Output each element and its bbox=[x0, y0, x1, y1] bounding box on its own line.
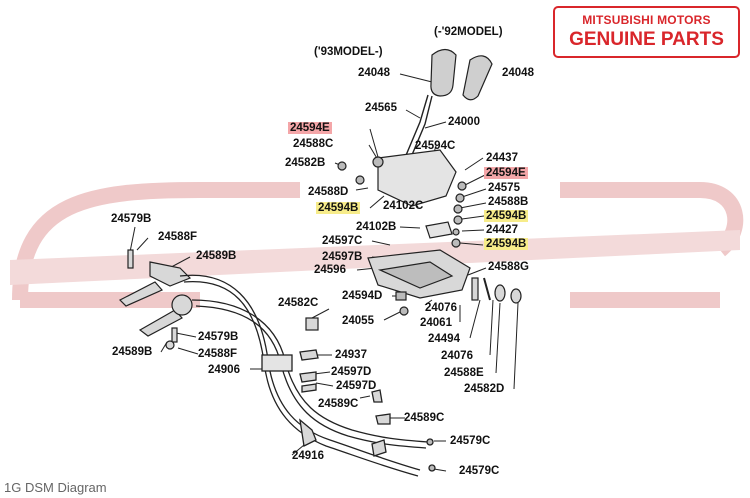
part-label-24594E-1: 24594E bbox=[288, 122, 332, 135]
model-label-92: (-'92MODEL) bbox=[434, 26, 503, 38]
part-label-24589B-1: 24589B bbox=[196, 250, 237, 262]
part-label-24582D: 24582D bbox=[464, 383, 505, 395]
part-label-24594E-2: 24594E bbox=[484, 167, 528, 180]
part-label-24055: 24055 bbox=[342, 315, 374, 327]
part-label-24579C-2: 24579C bbox=[459, 465, 500, 477]
part-label-24588F-1: 24588F bbox=[158, 231, 198, 243]
part-label-24597C: 24597C bbox=[322, 235, 363, 247]
part-label-24579B-2: 24579B bbox=[198, 331, 239, 343]
part-label-24594B-1: 24594B bbox=[316, 202, 361, 215]
part-label-24937: 24937 bbox=[335, 349, 367, 361]
part-label-24594C: 24594C bbox=[415, 140, 456, 152]
brand-line-1: MITSUBISHI MOTORS bbox=[582, 13, 711, 27]
highlight-red: 24594E bbox=[484, 167, 528, 179]
part-label-24000: 24000 bbox=[448, 116, 480, 128]
part-label-24589C-1: 24589C bbox=[318, 398, 359, 410]
part-label-24588G: 24588G bbox=[488, 261, 529, 273]
left-linkage bbox=[118, 249, 319, 350]
highlight-yellow: 24594B bbox=[484, 210, 529, 222]
brand-line-2: GENUINE PARTS bbox=[569, 29, 724, 50]
mitsubishi-genuine-parts-badge: MITSUBISHI MOTORS GENUINE PARTS bbox=[553, 6, 740, 58]
part-label-24565: 24565 bbox=[365, 102, 397, 114]
part-label-24596: 24596 bbox=[314, 264, 346, 276]
part-label-24579B-1: 24579B bbox=[111, 213, 152, 225]
part-label-24594B-3: 24594B bbox=[484, 238, 529, 251]
part-label-24594B-2: 24594B bbox=[484, 210, 529, 223]
shift-knob-93 bbox=[430, 48, 457, 97]
part-label-24589C-2: 24589C bbox=[404, 412, 445, 424]
part-label-24061: 24061 bbox=[420, 317, 452, 329]
part-label-24579C-1: 24579C bbox=[450, 435, 491, 447]
part-label-24597D-2: 24597D bbox=[336, 380, 377, 392]
part-label-24594D: 24594D bbox=[342, 290, 383, 302]
highlight-red: 24594E bbox=[288, 122, 332, 134]
part-label-24076-2: 24076 bbox=[441, 350, 473, 362]
bracket-housing bbox=[367, 249, 471, 316]
shift-cables bbox=[179, 274, 436, 477]
diagram-caption: 1G DSM Diagram bbox=[4, 480, 107, 495]
washer-stack bbox=[471, 277, 522, 304]
part-label-24588C: 24588C bbox=[293, 138, 334, 150]
part-label-24588F-2: 24588F bbox=[198, 348, 238, 360]
part-label-24076-1: 24076 bbox=[425, 302, 457, 314]
shift-knob-92 bbox=[462, 55, 493, 101]
part-label-24589B-2: 24589B bbox=[112, 346, 153, 358]
part-label-24597D-1: 24597D bbox=[331, 366, 372, 378]
part-label-24597B: 24597B bbox=[322, 251, 363, 263]
part-label-24048-92: 24048 bbox=[502, 67, 534, 79]
part-label-24582C: 24582C bbox=[278, 297, 319, 309]
lever-assembly bbox=[337, 149, 467, 248]
part-label-24048-93: 24048 bbox=[358, 67, 390, 79]
highlight-yellow: 24594B bbox=[316, 202, 361, 214]
part-label-24575: 24575 bbox=[488, 182, 520, 194]
part-label-24102C: 24102C bbox=[383, 200, 424, 212]
highlight-yellow: 24594B bbox=[484, 238, 529, 250]
part-label-24582B: 24582B bbox=[285, 157, 326, 169]
model-label-93: ('93MODEL-) bbox=[314, 46, 383, 58]
part-label-24588B: 24588B bbox=[488, 196, 529, 208]
part-label-24906: 24906 bbox=[208, 364, 240, 376]
part-label-24588D: 24588D bbox=[308, 186, 349, 198]
part-label-24588E: 24588E bbox=[444, 367, 484, 379]
part-label-24427: 24427 bbox=[486, 224, 518, 236]
part-label-24102B: 24102B bbox=[356, 221, 397, 233]
part-label-24916: 24916 bbox=[292, 450, 324, 462]
part-label-24494: 24494 bbox=[428, 333, 460, 345]
part-label-24437: 24437 bbox=[486, 152, 518, 164]
